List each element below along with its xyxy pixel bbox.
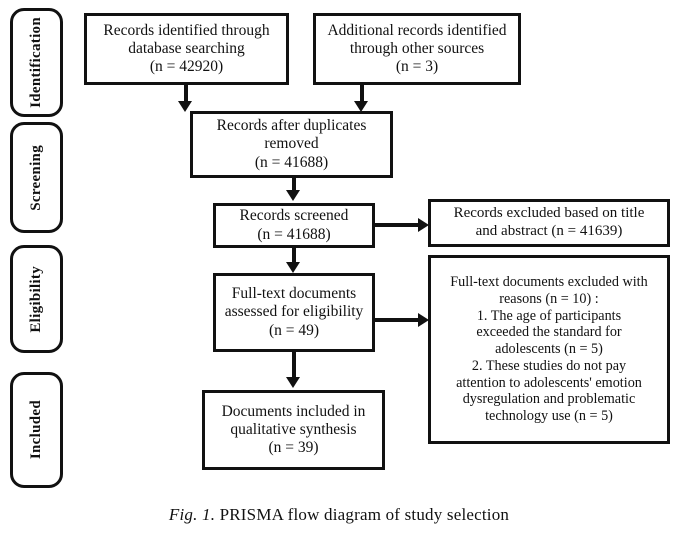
arrowhead-additional-to-duplicates bbox=[354, 101, 368, 112]
box-records-screened: Records screened (n = 41688) bbox=[213, 203, 375, 248]
figure-caption-number: Fig. 1. bbox=[168, 505, 216, 524]
connector-fulltext-to-included bbox=[292, 352, 296, 378]
stage-label-screening: Screening bbox=[10, 122, 63, 233]
arrowhead-fulltext-to-included bbox=[286, 377, 300, 388]
box-documents-included-text: Documents included in qualitative synthe… bbox=[221, 402, 366, 457]
stage-label-identification: Identification bbox=[10, 8, 63, 117]
box-documents-included: Documents included in qualitative synthe… bbox=[202, 390, 385, 470]
stage-label-included: Included bbox=[10, 372, 63, 488]
connector-identified-to-duplicates bbox=[184, 85, 188, 103]
box-records-identified-text: Records identified through database sear… bbox=[103, 21, 270, 76]
stage-label-eligibility: Eligibility bbox=[10, 245, 63, 353]
box-records-excluded-text: Records excluded based on title and abst… bbox=[453, 205, 645, 239]
box-records-after-duplicates: Records after duplicates removed (n = 41… bbox=[190, 111, 393, 178]
arrowhead-identified-to-duplicates bbox=[178, 101, 192, 112]
figure-caption-text: PRISMA flow diagram of study selection bbox=[215, 505, 510, 524]
connector-screened-to-excluded bbox=[375, 223, 420, 227]
connector-fulltext-to-excluded bbox=[375, 318, 420, 322]
stage-label-included-text: Included bbox=[28, 400, 44, 460]
box-additional-records: Additional records identified through ot… bbox=[313, 13, 521, 85]
box-fulltext-assessed: Full-text documents assessed for eligibi… bbox=[213, 273, 375, 352]
connector-screened-to-fulltext bbox=[292, 248, 296, 264]
box-fulltext-assessed-text: Full-text documents assessed for eligibi… bbox=[224, 285, 364, 339]
figure-caption: Fig. 1. PRISMA flow diagram of study sel… bbox=[0, 505, 678, 525]
arrowhead-duplicates-to-screened bbox=[286, 190, 300, 201]
arrowhead-screened-to-excluded bbox=[418, 218, 429, 232]
stage-label-identification-text: Identification bbox=[28, 17, 44, 108]
box-additional-records-text: Additional records identified through ot… bbox=[327, 21, 507, 76]
box-fulltext-excluded-reasons: Full-text documents excluded with reason… bbox=[428, 255, 670, 444]
connector-duplicates-to-screened bbox=[292, 178, 296, 192]
box-fulltext-excluded-reasons-text: Full-text documents excluded with reason… bbox=[450, 274, 648, 425]
connector-additional-to-duplicates bbox=[360, 85, 364, 103]
box-records-screened-text: Records screened (n = 41688) bbox=[239, 207, 349, 243]
arrowhead-screened-to-fulltext bbox=[286, 262, 300, 273]
box-records-identified: Records identified through database sear… bbox=[84, 13, 289, 85]
stage-label-eligibility-text: Eligibility bbox=[28, 265, 44, 333]
box-records-after-duplicates-text: Records after duplicates removed (n = 41… bbox=[216, 117, 367, 171]
stage-label-screening-text: Screening bbox=[28, 144, 44, 211]
arrowhead-fulltext-to-excluded bbox=[418, 313, 429, 327]
box-records-excluded: Records excluded based on title and abst… bbox=[428, 199, 670, 247]
